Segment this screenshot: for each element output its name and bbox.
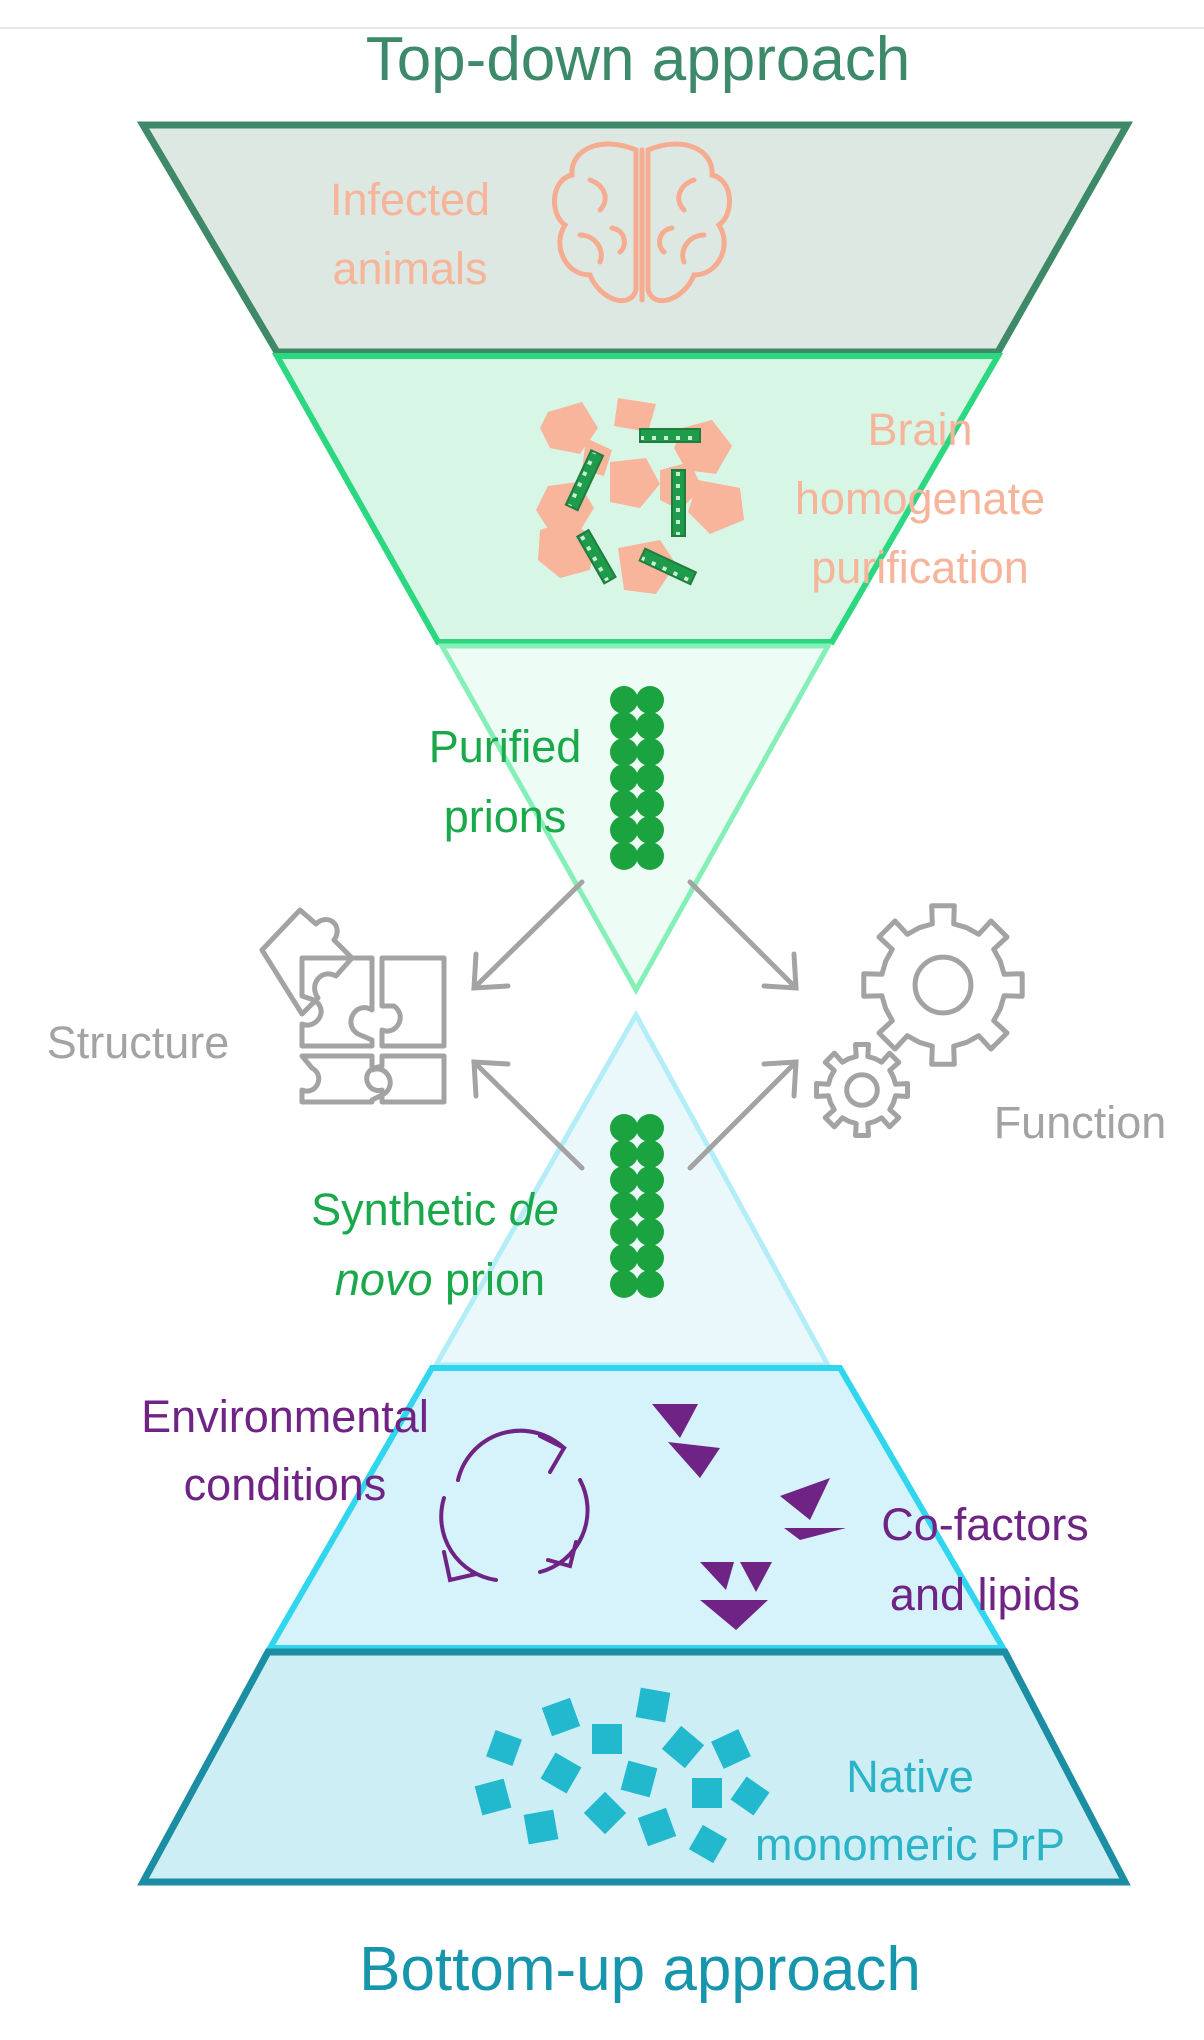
prion-bead	[610, 738, 638, 766]
bottom-title: Bottom-up approach	[359, 1935, 921, 2004]
prion-bead	[636, 1166, 664, 1194]
prion-bead	[610, 764, 638, 792]
prion-bead	[636, 686, 664, 714]
prion-bead	[636, 764, 664, 792]
prion-bead	[636, 738, 664, 766]
arrow-bottom-left	[471, 1059, 585, 1171]
tier-purified-prions	[437, 643, 833, 996]
brain-icon	[552, 141, 732, 304]
prion-bead	[610, 686, 638, 714]
prion-bead	[636, 1192, 664, 1220]
prion-bead	[636, 1270, 664, 1298]
prion-bead	[610, 712, 638, 740]
monomer-squares-icon	[474, 1687, 770, 1864]
prion-bead	[636, 1114, 664, 1142]
arrows	[471, 879, 799, 1171]
prion-bead	[610, 1244, 638, 1272]
structure-label: Structure	[47, 1017, 230, 1068]
prion-bead	[610, 816, 638, 844]
prion-bead	[610, 1140, 638, 1168]
homogenate-label-line3: purification	[811, 542, 1029, 593]
synthetic-label-line2: novo prion	[335, 1254, 545, 1305]
synthetic-label-line1: Synthetic de	[311, 1184, 559, 1235]
prion-bead	[610, 1192, 638, 1220]
prion-bead	[610, 842, 638, 870]
homogenate-particles-icon	[536, 398, 744, 594]
infected-label-line1: Infected	[330, 174, 490, 225]
prion-bead	[636, 1244, 664, 1272]
cycle-arrows-icon	[439, 1428, 590, 1583]
prion-fibril-icon	[610, 1114, 664, 1298]
prion-bead	[636, 816, 664, 844]
cofactor-triangles-icon	[652, 1404, 846, 1630]
environmental-label-line1: Environmental	[141, 1391, 429, 1442]
cofactors-label-line1: Co-factors	[881, 1499, 1089, 1550]
synthetic-prion-label: Synthetic de novo prion	[311, 1184, 559, 1305]
cofactors-label-line2: and lipids	[890, 1569, 1080, 1620]
homogenate-label-line1: Brain	[867, 404, 972, 455]
prion-bead	[636, 1140, 664, 1168]
prion-bead	[636, 1218, 664, 1246]
purified-label-line2: prions	[444, 791, 567, 842]
arrow-top-left	[471, 879, 585, 991]
arrow-top-right	[687, 879, 799, 991]
infected-label-line2: animals	[332, 243, 487, 294]
purified-label-line1: Purified	[429, 721, 582, 772]
prion-bead	[610, 790, 638, 818]
prion-fibril-icon	[610, 686, 664, 870]
prion-bead	[636, 712, 664, 740]
top-title: Top-down approach	[366, 25, 911, 94]
native-label-line1: Native	[846, 1751, 974, 1802]
function-label: Function	[994, 1097, 1167, 1148]
puzzle-icon	[259, 907, 447, 1105]
prion-bead	[636, 842, 664, 870]
prion-bead	[610, 1218, 638, 1246]
homogenate-label-line2: homogenate	[795, 473, 1045, 524]
prion-bead	[610, 1270, 638, 1298]
prion-bead	[610, 1114, 638, 1142]
prion-bead	[610, 1166, 638, 1194]
gears-icon	[814, 903, 1025, 1138]
arrow-bottom-right	[687, 1059, 799, 1171]
prion-bead	[636, 790, 664, 818]
native-label-line2: monomeric PrP	[755, 1819, 1065, 1870]
environmental-label-line2: conditions	[184, 1459, 387, 1510]
